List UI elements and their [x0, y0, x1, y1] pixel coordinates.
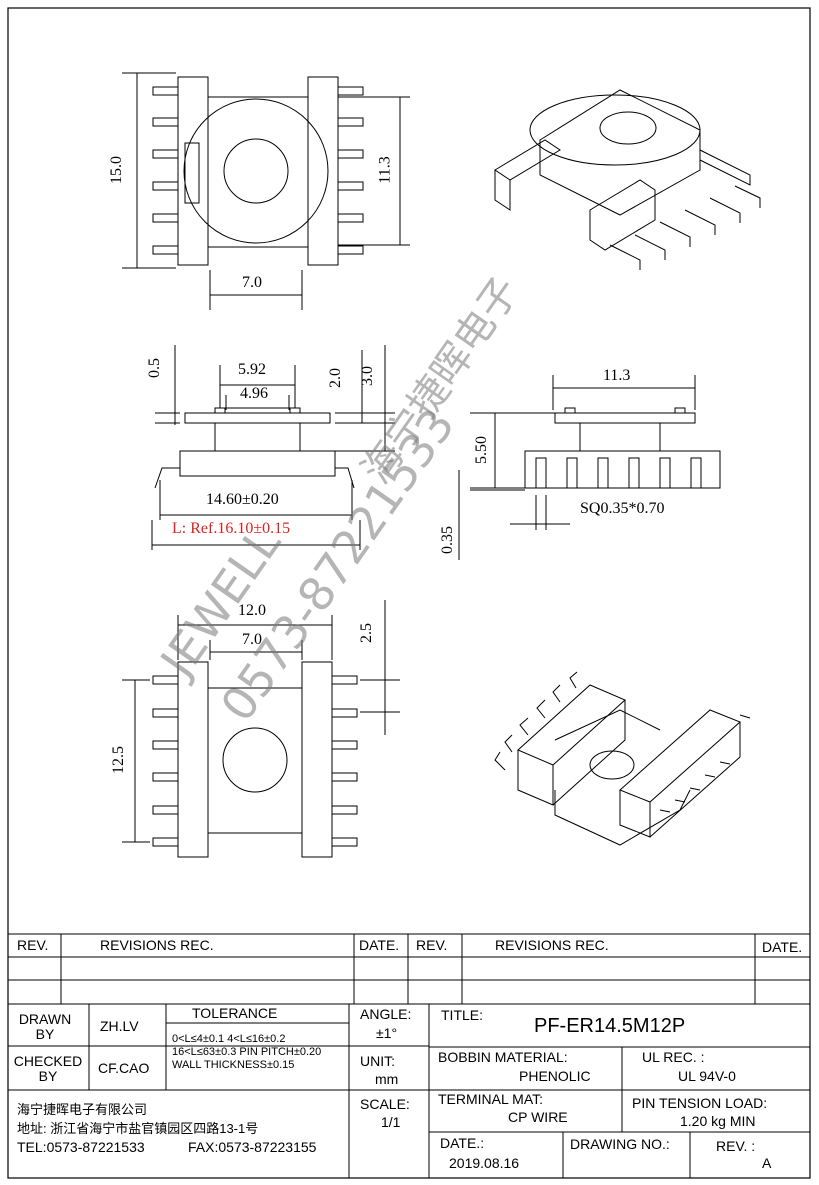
dim-top-width-side: 5.92 [238, 361, 266, 378]
tolerance-label: TOLERANCE [192, 1005, 278, 1021]
dim-top-height: 15.0 [108, 156, 125, 184]
dim-bottom-height: 12.5 [110, 746, 127, 774]
dim-height-2: 2.0 [327, 368, 344, 388]
dim-pin-size: SQ0.35*0.70 [580, 500, 665, 517]
dim-ref-length: L: Ref.16.10±0.15 [172, 520, 291, 537]
revisions-header-right: REVISIONS REC. [495, 937, 609, 953]
pin-tension-label: PIN TENSION LOAD: [632, 1095, 768, 1111]
side-view [151, 345, 395, 550]
terminal-mat-value: CP WIRE [508, 1109, 568, 1125]
drawn-by-value: ZH.LV [100, 1018, 139, 1034]
dim-end-width: 11.3 [603, 367, 631, 384]
bottom-view [122, 600, 400, 858]
drawing-frame [7, 7, 811, 1179]
ul-rec-label: UL REC. : [642, 1049, 705, 1065]
tolerance-line2: 16<L≤63±0.3 PIN PITCH±0.20 [172, 1046, 322, 1058]
pin-tension-value: 1.20 kg MIN [680, 1113, 756, 1129]
date-value: 2019.08.16 [449, 1155, 520, 1171]
terminal-mat-label: TERMINAL MAT: [438, 1091, 544, 1107]
drawn-by-label: DRAWN BY [18, 1011, 72, 1042]
bobbin-material-value: PHENOLIC [519, 1068, 591, 1084]
dim-pin-thickness: 0.35 [439, 526, 456, 554]
angle-label: ANGLE: [360, 1006, 412, 1022]
dim-top-inner-height: 11.3 [376, 156, 394, 184]
company-address: 地址: 浙江省海宁市盐官镇园区四路13-1号 [17, 1121, 259, 1136]
scale-label: SCALE: [360, 1096, 410, 1112]
dim-top-width: 7.0 [242, 274, 262, 291]
revisions-header-left: REVISIONS REC. [100, 937, 214, 953]
tolerance-line1: 0<L≤4±0.1 4<L≤16±0.2 [172, 1033, 286, 1045]
date-label: DATE.: [440, 1135, 485, 1151]
title-block-grid [8, 933, 810, 1178]
drawing-no-label: DRAWING NO.: [570, 1136, 670, 1152]
title-value: PF-ER14.5M12P [534, 1015, 686, 1037]
dim-bottom-width: 12.0 [238, 602, 266, 619]
unit-label: UNIT: [360, 1053, 395, 1069]
rev-header-right: REV. [416, 937, 448, 953]
company-name: 海宁捷晖电子有限公司 [17, 1102, 148, 1117]
angle-value: ±1° [376, 1025, 398, 1041]
company-tel: TEL:0573-87221533 [17, 1139, 145, 1155]
dim-height-3: 3.0 [359, 366, 376, 386]
rev-label: REV. : [716, 1138, 756, 1154]
tolerance-line3: WALL THICKNESS±0.15 [172, 1059, 295, 1071]
top-view [122, 72, 410, 310]
ul-rec-value: UL 94V-0 [678, 1068, 736, 1084]
checked-by-label: CHECKED BY [13, 1053, 83, 1084]
company-fax: FAX:0573-87223155 [188, 1139, 317, 1155]
rev-value: A [762, 1155, 772, 1171]
rev-header-left: REV. [17, 937, 49, 953]
bobbin-material-label: BOBBIN MATERIAL: [438, 1049, 568, 1065]
dim-end-height: 5.50 [473, 436, 490, 464]
scale-value: 1/1 [381, 1114, 401, 1130]
dim-overall-length: 14.60±0.20 [206, 491, 279, 508]
isometric-view-top [494, 89, 761, 270]
date-header-right: DATE. [762, 939, 803, 955]
date-header-left: DATE. [359, 937, 400, 953]
dim-pin-pitch: 2.5 [358, 623, 375, 643]
unit-value: mm [375, 1071, 399, 1087]
isometric-view-bottom [494, 671, 751, 846]
dim-flange-thickness: 0.5 [146, 358, 163, 378]
dim-inner-width-side: 4.96 [240, 385, 268, 402]
end-view [458, 375, 721, 560]
title-label: TITLE: [441, 1007, 484, 1023]
dim-bottom-inner-width: 7.0 [242, 631, 262, 648]
checked-by-value: CF.CAO [98, 1060, 150, 1076]
